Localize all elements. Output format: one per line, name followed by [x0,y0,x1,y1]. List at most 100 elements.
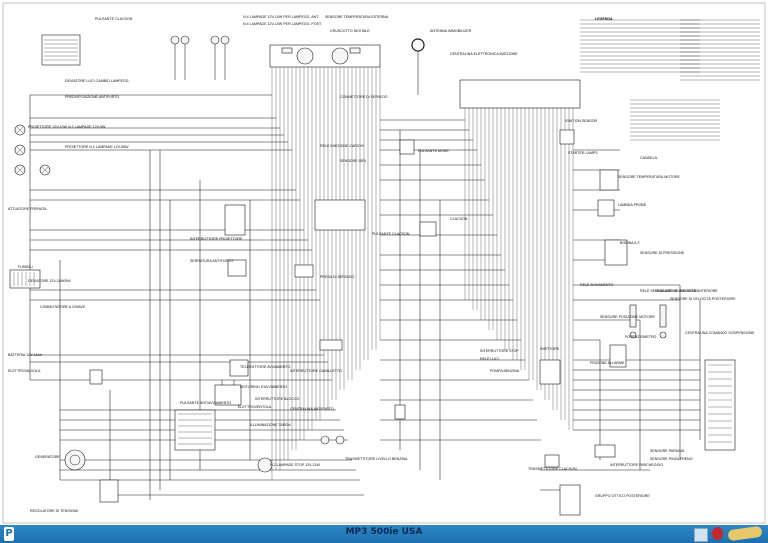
speedometer-gauge [331,47,349,65]
label-horn: CLACSON [450,217,468,221]
label-starter-contactor: TELERUTTORE AVVIAMENTO [240,365,291,369]
label-parking-sensor: SENSORE PARKING [650,449,685,453]
label-stop-switch: INTERRUTTORE STOP [480,349,519,353]
label-rear-light-group: GRUPPO OTTICO POSTERIORE [595,494,650,498]
label-parking-switch: INTERRUTTORE PARCHEGGIO [610,463,663,467]
label-engine-position-sensor: SENSORE POSIZIONE MOTORE [600,315,655,319]
immobilizer-antenna [411,38,425,52]
generator [64,449,86,471]
label-light-selector: DEVIATORE LUCI CAMBIO LAMPEGG. [65,79,130,83]
label-service-connector: CONNETTORE DI SERVIZIO [340,95,388,99]
key-switch [174,409,216,451]
starter-motor [257,457,273,473]
footer-bar: P MP3 500ie USA [0,525,768,543]
label-key-switch: COMMUTATORE A CHIAVE [40,305,86,309]
stop-lamp-right [335,435,345,445]
brand-shield-icon [712,527,723,540]
label-horn-transmitter: TRASMETTITORE CLACSON [528,467,577,471]
label-plate-light: ILLUMINAZIONE TARGA [250,423,291,427]
lambda-probe [597,199,615,217]
horn-transmitter [594,444,616,458]
label-alarm-predisposition: PREDISPOSIZIONE ANTIFURTO [65,95,119,99]
service-connector [319,339,343,351]
label-anti-start-button: PULSANTE ANTIAVVIAMENTO [180,401,231,405]
brand-logo-icon: P [4,527,14,541]
label-rear-turn-lamps: N.4 LAMPADE 12V-10W PER LAMPEGG. POST. [243,22,322,26]
starter-contactor [229,359,249,377]
wiring-diagram-canvas: PULSANTE CLACSON N.4 LAMPADE 12V-10W PER… [2,2,766,524]
label-stop-lamps: N.2 LAMPADE STOP 12V-21W [270,463,321,467]
label-outside-temp-sensor: SENSORE TEMPERATURA ESTERNA [325,15,389,19]
front-turn-lamps [170,35,230,80]
sheet-border [2,2,766,524]
label-injection-ecu: CENTRALINA ELETTRONICA INIEZIONE [450,52,518,56]
injector [294,264,314,278]
label-generator: GENERATORE [35,455,60,459]
label-front-projector: PROIETTORE 12V-10W N.2 LAMPADE 12V-5W [28,125,106,129]
label-stand-switch: INTERRUTTORE CAVALLETTO [290,369,342,373]
label-cooling-fan: ELETTROVENTOLA [238,405,272,409]
label-starter-motor: MOTORINO D'AVVIAMENTO [240,385,287,389]
stop-lamp-left [320,435,330,445]
horn [419,221,437,237]
brand-badge-icon [694,528,708,542]
suspension-control-unit [704,359,736,451]
brake-switch [544,454,560,468]
label-pressure-sensor: SENSORE DI PRESSIONE [640,251,685,255]
label-mode-button: PULSANTE MODE [418,149,449,153]
speed-sensors [629,304,667,339]
label-hv-coil: BOBINA A.T. [620,241,641,245]
label-suspension-ecu: CENTRALINA COMANDO SOSPENSIONE [685,331,755,335]
label-injection-warning-relay: RELÈ SEGNALAZIONE INIEZIONE [640,288,698,293]
label-front-turn-lamps: N.4 LAMPADE 12V-10W PER LAMPEGG. ANT. [243,15,319,19]
label-fuel-pump: POMPA BENZINA [490,369,520,373]
handlebar-switch-block [41,34,81,66]
label-service-socket: PRESA DI SERVIZIO [320,275,354,279]
rear-light-connector [559,484,581,516]
label-front-speed-sensor: SENSORE DI VELOCITÀ ANTERIORE [655,289,718,293]
voltage-regulator [99,479,119,503]
fuel-level-transmitter [394,404,406,420]
label-dashboard: CRUSCOTTO DIGITALE [330,29,370,33]
tachometer-gauge [296,47,314,65]
label-immobilizer-antenna: ANTENNA IMMOBILIZER [430,29,472,33]
injection-relay-block [314,199,366,231]
label-rear-speed-sensor: SENSORE DI VELOCITÀ POSTERIORE [670,297,736,301]
fan-relay [89,369,103,385]
label-alarm-ecu: CENTRALINA ANTIFURTO [290,407,334,411]
fuse-box [9,269,41,289]
ignition-coil [604,239,628,266]
brake-actuator [227,259,247,277]
label-clutch-alarm: FRIZIONE ALLARME [590,361,625,365]
label-potentiometer: POTENZIOMETRO [625,335,657,339]
light-switch [224,204,246,236]
label-horn-button-2: PULSANTE CLACSON [372,232,410,236]
wiring-diagram-sheet: PULSANTE CLACSON N.4 LAMPADE 12V-10W PER… [2,2,766,524]
label-light-relay: RELÈ LUCI [480,356,499,361]
label-ignition-sensor: IGNITION SENSOR [565,119,598,123]
battery [214,384,242,406]
label-horn-button: PULSANTE CLACSON [95,17,133,21]
label-solenoid-valve: ELETTROVALVOLA [8,369,41,373]
starter-relay [559,129,575,145]
pressure-sensor [539,359,561,385]
headlamp-units [14,124,51,176]
document-title: MP3 500ie USA [345,527,423,537]
label-lambda-probe: LAMBDA PROBE [618,203,647,207]
label-engine-temp-sensor: SENSORE TEMPERATURA MOTORE [618,175,681,179]
label-light-switch: INTERRUTTORE PROIETTORE [190,237,243,241]
label-block-switch: INTERRUTTORE BLOCCO [255,397,299,401]
label-selector: DEVIATORE 12V-10W/5W [28,279,71,283]
label-starter-relay: RELÈ AVVIAMENTO [580,282,614,287]
label-fuses: FUSIBILI [18,265,33,269]
injection-ecu [459,79,581,109]
label-voltage-regulator: REGOLATORE DI TENSIONE [30,509,79,513]
label-headlamp: PROIETTORE N.2 LAMPADE 12V-55W [65,145,129,149]
label-rpm-sensor: SENSORE GIRI [340,159,366,163]
label-starter-lamps: STARTER LAMPS [568,151,598,155]
rpm-sensor [399,139,415,155]
label-fuel-transmitter: TRASMETTITORE LIVELLO BENZINA [345,457,408,461]
engine-temperature-sensor [599,169,619,191]
legend-title: LEGENDA [595,17,613,21]
label-battery: BATTERIA 12V-14Ah [8,353,42,357]
